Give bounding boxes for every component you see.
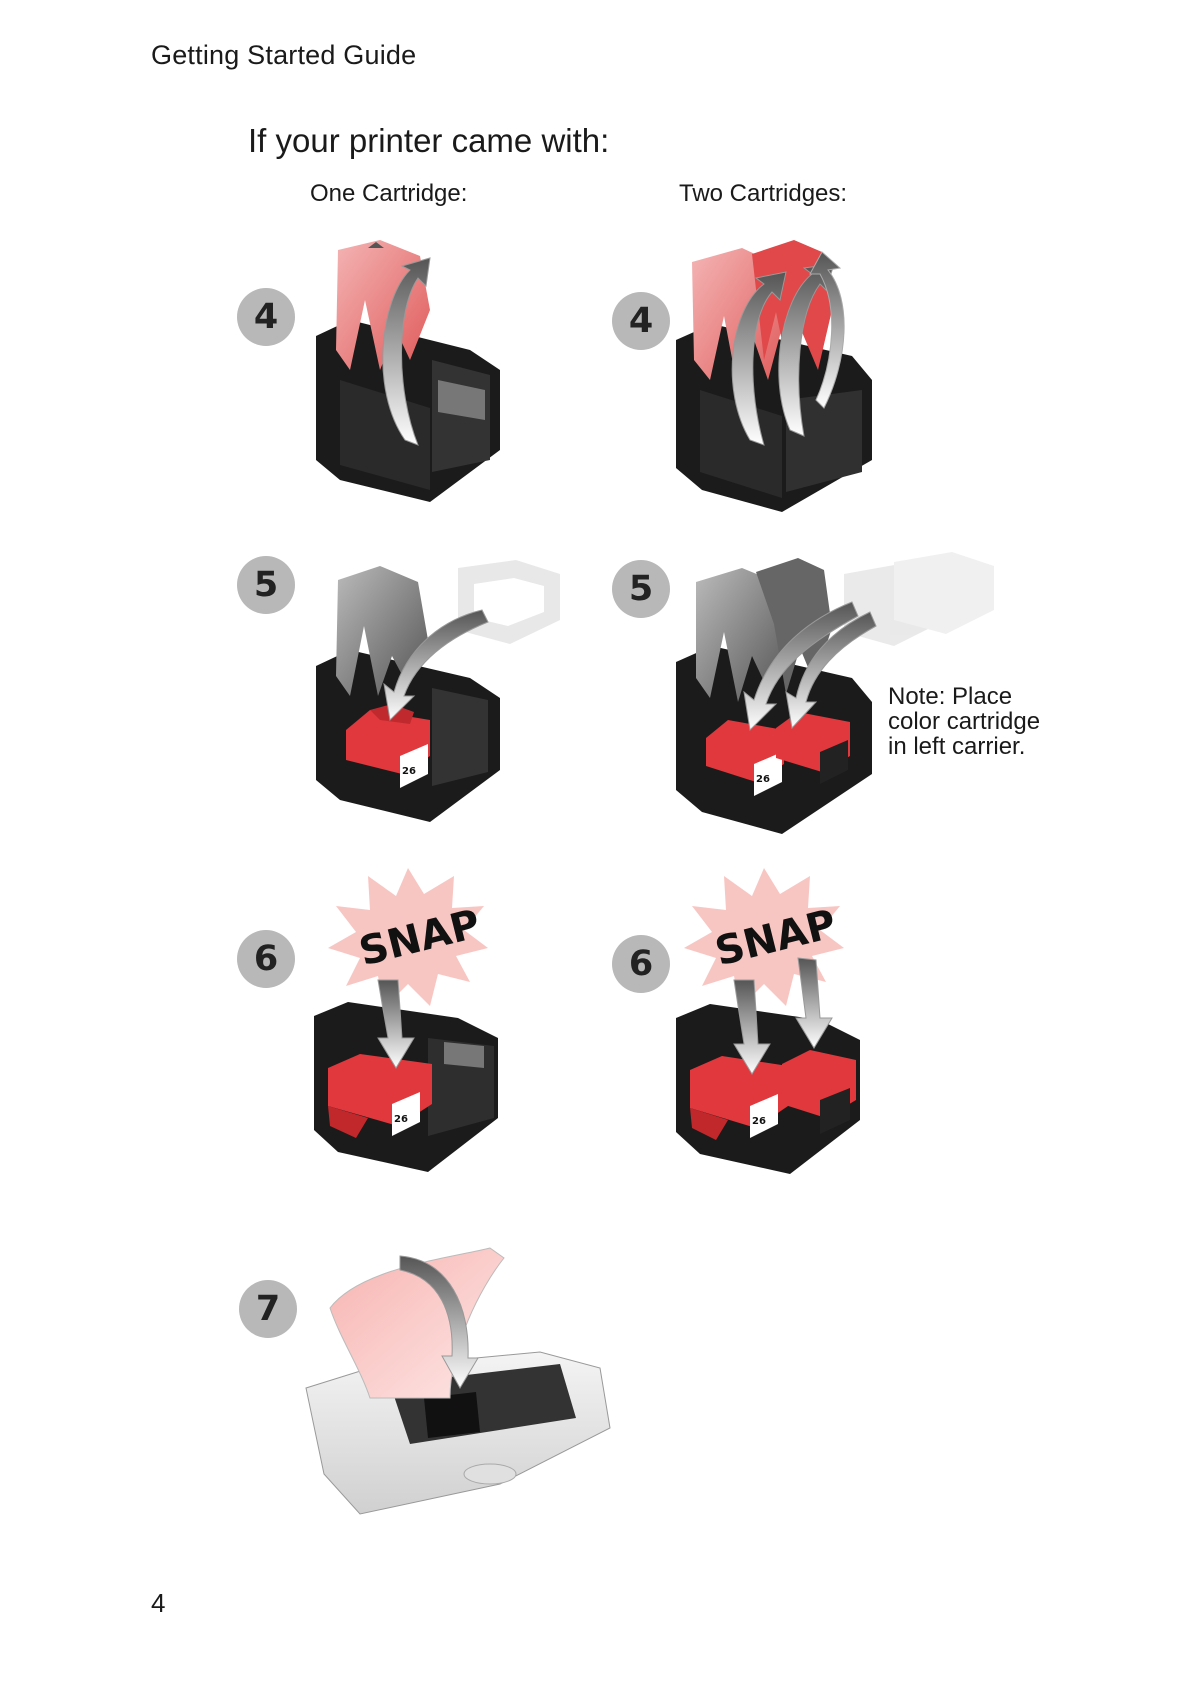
- cartridge-number: 26: [402, 766, 416, 777]
- illustration-step6-two-cartridges: SNAP 26: [670, 868, 870, 1178]
- step-badge-6-right: 6: [612, 935, 670, 993]
- running-head: Getting Started Guide: [151, 40, 416, 71]
- step-badge-4-left: 4: [237, 288, 295, 346]
- column-heading-two-cartridges: Two Cartridges:: [679, 180, 847, 208]
- illustration-step4-two-cartridges: [672, 240, 902, 520]
- illustration-step5-one-cartridge: 26: [310, 560, 570, 820]
- page-heading: If your printer came with:: [248, 122, 609, 160]
- snap-burst: SNAP: [684, 868, 844, 1008]
- note-line-3: in left carrier.: [888, 734, 1088, 759]
- placement-note: Note: Place color cartridge in left carr…: [888, 684, 1088, 759]
- step-badge-5-left: 5: [237, 556, 295, 614]
- cartridge-number-left: 26: [756, 774, 770, 785]
- step-badge-6-left: 6: [237, 930, 295, 988]
- cartridge-number-left: 26: [752, 1116, 766, 1127]
- illustration-step7-printer: [300, 1248, 620, 1518]
- step-badge-4-right: 4: [612, 292, 670, 350]
- step-badge-5-right: 5: [612, 560, 670, 618]
- cartridge-number: 26: [394, 1114, 408, 1125]
- step-badge-7: 7: [239, 1280, 297, 1338]
- ghost-cartridge: [458, 560, 560, 644]
- snap-burst: SNAP: [328, 868, 488, 1008]
- note-line-2: color cartridge: [888, 709, 1088, 734]
- column-heading-one-cartridge: One Cartridge:: [310, 180, 467, 208]
- illustration-step6-one-cartridge: SNAP 26: [308, 868, 508, 1178]
- illustration-step4-one-cartridge: [310, 240, 510, 510]
- page-number: 4: [151, 1588, 165, 1619]
- note-line-1: Note: Place: [888, 684, 1088, 709]
